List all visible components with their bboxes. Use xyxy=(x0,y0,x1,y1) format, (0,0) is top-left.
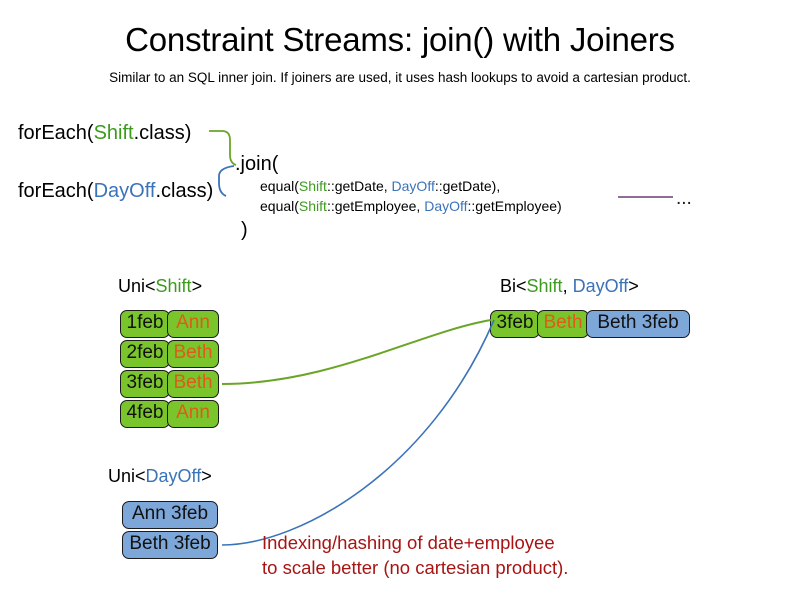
code-joiner-date: equal(Shift::getDate, DayOff::getDate), xyxy=(260,177,500,196)
tuple-cell-date: 2feb xyxy=(120,340,170,368)
code-joiner-employee-right-method: ::getEmployee) xyxy=(467,198,562,214)
tuple-cell-employee: Beth xyxy=(167,370,219,398)
code-join-close: ) xyxy=(241,219,248,241)
code-joiner-employee-left-type: Shift xyxy=(298,198,327,214)
code-foreach-shift-prefix: forEach( xyxy=(18,122,94,144)
code-joiner-date-right-type: DayOff xyxy=(391,178,435,194)
code-joiner-date-left-method: ::getDate, xyxy=(326,178,392,194)
tuple-row: 4feb Ann xyxy=(120,400,219,428)
code-foreach-dayoff-prefix: forEach( xyxy=(18,180,94,202)
connector-dayoff-to-join xyxy=(218,165,235,197)
code-foreach-dayoff: forEach(DayOff.class) xyxy=(18,178,213,204)
tuple-cell-date: 4feb xyxy=(120,400,170,428)
tuple-cell-date: 3feb xyxy=(120,370,170,398)
tuple-row: Beth 3feb xyxy=(122,531,218,559)
tuple-cell-employee: Ann xyxy=(167,310,219,338)
tuple-cell-date: 3feb xyxy=(490,310,540,338)
code-joiner-employee: equal(Shift::getEmployee, DayOff::getEmp… xyxy=(260,197,562,216)
code-joiner-date-right-method: ::getDate), xyxy=(434,178,501,194)
code-join-open: .join( xyxy=(235,153,279,175)
label-bi-prefix: Bi< xyxy=(500,276,527,296)
label-bi-type-shift: Shift xyxy=(526,276,563,296)
code-joiner-employee-right-type: DayOff xyxy=(424,198,468,214)
code-foreach-shift: forEach(Shift.class) xyxy=(18,120,191,146)
annotation-text: Indexing/hashing of date+employee to sca… xyxy=(262,532,569,578)
connector-shift-to-join xyxy=(209,130,237,166)
label-uni-shift-prefix: Uni< xyxy=(118,276,156,296)
connector-dayoff-tuple-to-bi xyxy=(221,319,495,546)
label-bi-suffix: > xyxy=(628,276,639,296)
code-joiner-employee-left-method: ::getEmployee, xyxy=(326,198,425,214)
tuple-cell-employee: Beth xyxy=(537,310,589,338)
code-tail-ellipsis: ... xyxy=(676,188,692,209)
page-subtitle: Similar to an SQL inner join. If joiners… xyxy=(109,70,691,85)
code-foreach-dayoff-suffix: .class) xyxy=(155,180,214,202)
tuple-cell-date: 1feb xyxy=(120,310,170,338)
label-uni-dayoff-suffix: > xyxy=(201,466,212,486)
label-bi-separator: , xyxy=(562,276,573,296)
tuple-cell-employee: Ann xyxy=(167,400,219,428)
label-uni-shift-suffix: > xyxy=(191,276,203,296)
code-foreach-dayoff-type: DayOff xyxy=(93,180,156,202)
page-title: Constraint Streams: join() with Joiners xyxy=(125,21,675,58)
code-joiner-employee-prefix: equal( xyxy=(260,198,299,214)
code-foreach-shift-type: Shift xyxy=(93,122,134,144)
tuple-row-bi: 3feb Beth Beth 3feb xyxy=(490,310,690,338)
tuple-row: 2feb Beth xyxy=(120,340,219,368)
label-uni-shift: Uni<Shift> xyxy=(118,275,202,298)
label-uni-dayoff: Uni<DayOff> xyxy=(108,465,212,488)
code-joiner-date-prefix: equal( xyxy=(260,178,299,194)
code-tail-strikethrough-line xyxy=(618,196,673,198)
label-uni-dayoff-type: DayOff xyxy=(145,466,202,486)
tuple-row: 1feb Ann xyxy=(120,310,219,338)
tuple-cell-dayoff: Beth 3feb xyxy=(586,310,690,338)
label-bi-type-dayoff: DayOff xyxy=(572,276,629,296)
label-uni-dayoff-prefix: Uni< xyxy=(108,466,146,486)
tuple-cell-dayoff: Ann 3feb xyxy=(122,501,218,529)
tuple-cell-employee: Beth xyxy=(167,340,219,368)
tuple-row: Ann 3feb xyxy=(122,501,218,529)
connector-shift-tuple-to-bi xyxy=(221,319,492,385)
label-uni-shift-type: Shift xyxy=(155,276,192,296)
code-joiner-date-left-type: Shift xyxy=(298,178,327,194)
tuple-row: 3feb Beth xyxy=(120,370,219,398)
tuple-cell-dayoff: Beth 3feb xyxy=(122,531,218,559)
label-bi-shift-dayoff: Bi<Shift, DayOff> xyxy=(500,275,639,298)
code-foreach-shift-suffix: .class) xyxy=(133,122,192,144)
